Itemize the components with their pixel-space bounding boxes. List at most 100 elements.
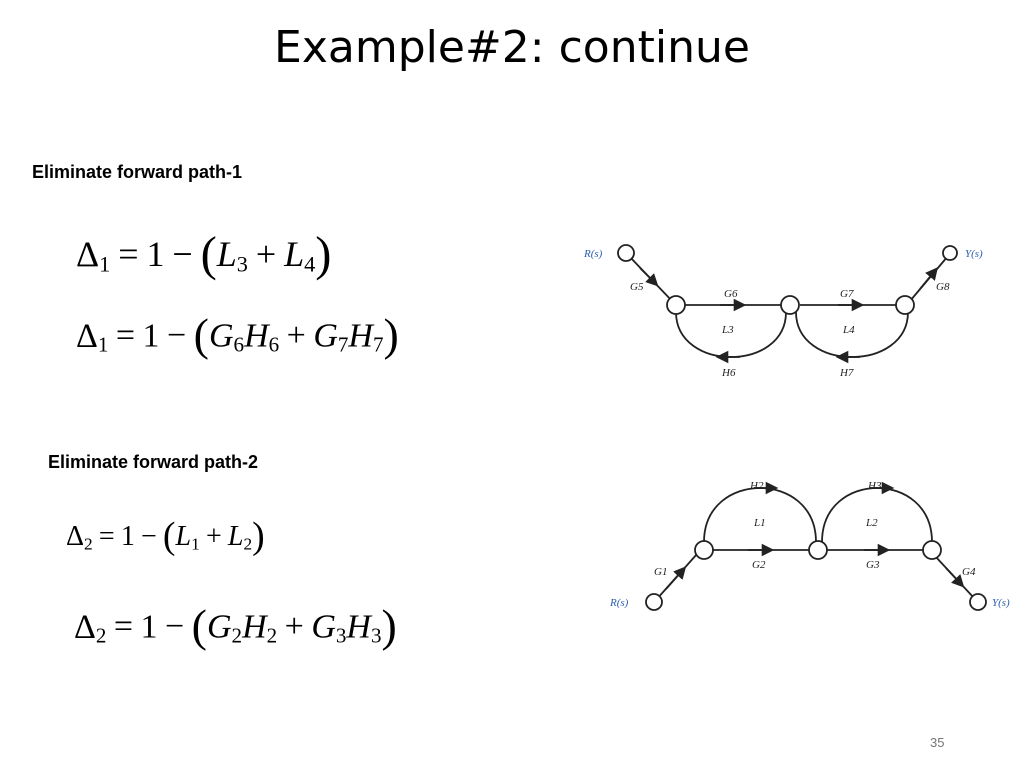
feedback-label: H3 xyxy=(867,480,882,492)
signal-flow-graph-1 xyxy=(617,244,958,364)
gain-label: G2 xyxy=(752,559,766,571)
subscript: 2 xyxy=(243,534,253,554)
loop-label: L2 xyxy=(865,517,878,529)
subscript: 2 xyxy=(95,623,107,648)
arrow xyxy=(919,267,939,290)
plus-sign: + xyxy=(205,520,222,552)
right-paren: ) xyxy=(381,600,397,651)
right-paren: ) xyxy=(315,227,332,281)
subscript: 1 xyxy=(191,534,200,554)
one: 1 xyxy=(140,608,158,646)
node xyxy=(808,540,828,560)
arrow xyxy=(639,267,659,287)
loop-label: L4 xyxy=(842,324,855,336)
subscript: 1 xyxy=(97,332,109,357)
output-label: Y(s) xyxy=(965,248,983,260)
node xyxy=(895,295,915,315)
term-l: L xyxy=(175,520,192,552)
subscript: 4 xyxy=(304,251,316,277)
graph-2-labels: R(s) Y(s) G1 G2 G3 G4 L1 L2 H2 H3 xyxy=(609,480,1010,609)
minus-sign: − xyxy=(140,520,157,552)
equation-delta2-loops: Δ2=1−(L1+L2) xyxy=(66,515,265,557)
node-input xyxy=(645,593,663,611)
branch-h3 xyxy=(821,487,933,543)
loop-label: L1 xyxy=(753,517,766,529)
feedback-label: H7 xyxy=(839,367,854,379)
term-g: G xyxy=(313,317,338,355)
heading-forward-path-1: Eliminate forward path-1 xyxy=(32,162,243,182)
subscript: 1 xyxy=(99,251,111,277)
left-paren: ( xyxy=(200,227,217,281)
node xyxy=(780,295,800,315)
arrow xyxy=(665,566,687,590)
node xyxy=(666,295,686,315)
right-paren: ) xyxy=(383,309,399,360)
minus-sign: − xyxy=(165,608,185,646)
delta-symbol: Δ xyxy=(76,317,98,355)
subscript: 3 xyxy=(370,623,382,648)
plus-sign: + xyxy=(284,608,304,646)
one: 1 xyxy=(146,234,165,275)
term-g: G xyxy=(311,608,336,646)
page-number: 35 xyxy=(930,735,945,750)
branch-h2 xyxy=(703,487,817,543)
minus-sign: − xyxy=(167,317,187,355)
delta-symbol: Δ xyxy=(74,608,96,646)
subscript: 2 xyxy=(84,534,93,554)
gain-label: G4 xyxy=(962,566,976,578)
term-g: G xyxy=(208,317,234,355)
gain-label: G3 xyxy=(866,559,880,571)
node-input xyxy=(617,244,635,262)
slide-title: Example#2: continue xyxy=(274,22,750,73)
subscript: 7 xyxy=(372,332,384,357)
gain-label: G5 xyxy=(630,281,644,293)
subscript: 3 xyxy=(236,251,248,277)
graph-1-labels: R(s) Y(s) G5 G6 G7 G8 L3 L4 H6 H7 xyxy=(583,248,983,379)
right-paren: ) xyxy=(252,515,265,557)
plus-sign: + xyxy=(286,317,306,355)
term-h: H xyxy=(348,317,373,355)
delta-symbol: Δ xyxy=(66,520,85,552)
left-paren: ( xyxy=(193,309,209,360)
node xyxy=(922,540,942,560)
equation-delta2-gains: Δ2=1−(G2H2+G3H3) xyxy=(74,603,397,649)
term-g: G xyxy=(206,608,232,646)
input-label: R(s) xyxy=(583,248,603,260)
arrow xyxy=(945,567,965,588)
term-h: H xyxy=(244,317,269,355)
subscript: 7 xyxy=(337,332,349,357)
node-output xyxy=(969,593,987,611)
delta-symbol: Δ xyxy=(76,234,100,275)
subscript: 2 xyxy=(266,623,278,648)
equation-delta1-gains: Δ1=1−(G6H6+G7H7) xyxy=(76,312,399,358)
plus-sign: + xyxy=(255,234,277,275)
one: 1 xyxy=(120,520,135,552)
equals-sign: = xyxy=(115,317,136,355)
input-label: R(s) xyxy=(609,597,629,609)
one: 1 xyxy=(142,317,160,355)
feedback-label: H2 xyxy=(749,480,764,492)
term-l: L xyxy=(227,520,244,552)
equation-delta1-loops: Δ1=1−(L3+L4) xyxy=(76,230,331,279)
subscript: 6 xyxy=(268,332,280,357)
loop-label: L3 xyxy=(721,324,734,336)
feedback-label: H6 xyxy=(721,367,736,379)
heading-forward-path-2: Eliminate forward path-2 xyxy=(48,452,259,472)
subscript: 3 xyxy=(335,623,347,648)
gain-label: G1 xyxy=(654,566,667,578)
gain-label: G8 xyxy=(936,281,950,293)
node xyxy=(694,540,714,560)
subscript: 6 xyxy=(233,332,245,357)
left-paren: ( xyxy=(162,515,176,557)
equals-sign: = xyxy=(118,234,139,275)
term-l: L xyxy=(216,234,237,275)
signal-flow-graph-2 xyxy=(645,481,987,611)
term-h: H xyxy=(242,608,267,646)
output-label: Y(s) xyxy=(992,597,1010,609)
equals-sign: = xyxy=(98,520,115,552)
minus-sign: − xyxy=(172,234,193,275)
gain-label: G7 xyxy=(840,288,854,300)
node-output xyxy=(942,245,958,261)
left-paren: ( xyxy=(191,600,207,651)
